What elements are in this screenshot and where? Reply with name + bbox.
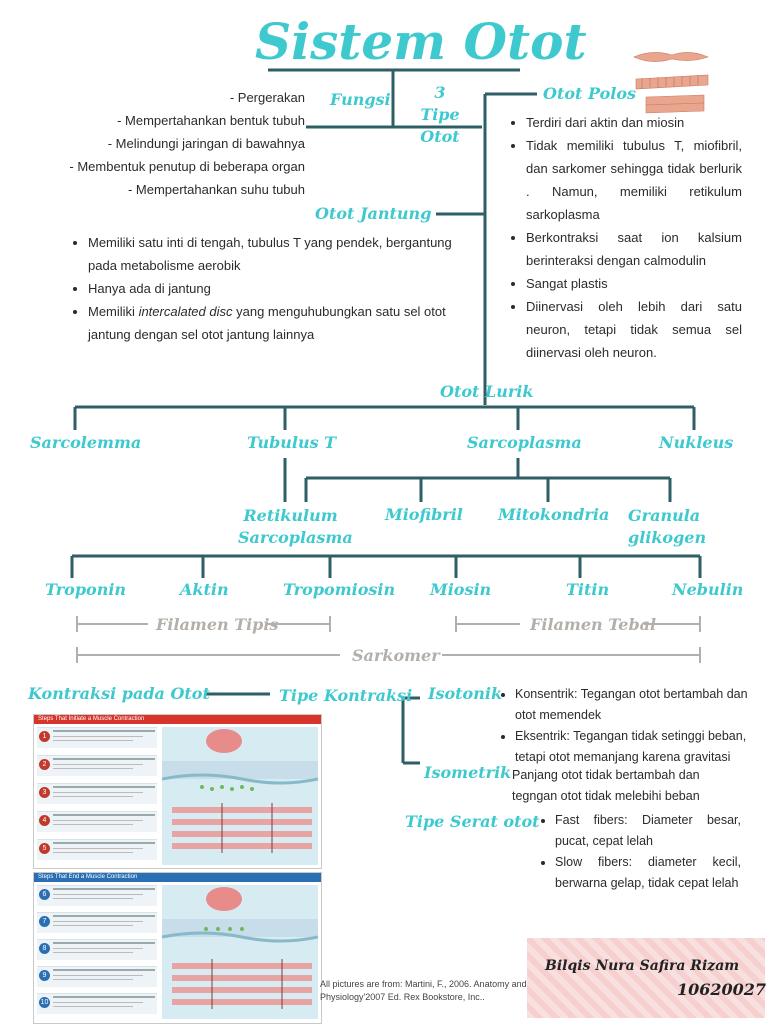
kontraksi-label: Kontraksi pada Otot	[28, 684, 210, 703]
aktin-label: Aktin	[180, 580, 229, 599]
figure-step: 7	[37, 912, 157, 933]
fungsi-item: - Mempertahankan bentuk tubuh	[117, 113, 305, 128]
figure-step: 2	[37, 755, 157, 776]
figure-end-contraction: Steps That End a Muscle Contraction 6 7 …	[33, 872, 322, 1024]
fungsi-item: - Pergerakan	[229, 90, 305, 105]
figure-header: Steps That Initiate a Muscle Contraction	[34, 715, 321, 724]
fungsi-list: - Pergerakan - Mempertahankan bentuk tub…	[40, 86, 305, 201]
filamen-tipis-label: Filamen Tipis	[156, 615, 279, 634]
otot-jantung-list: Memiliki satu inti di tengah, tubulus T …	[70, 231, 470, 346]
figure-step: 10	[37, 993, 157, 1014]
relaxation-diagram	[162, 885, 318, 1019]
polos-item: Terdiri dari aktin dan miosin	[526, 111, 742, 134]
serat-item: Fast fibers: Diameter besar, pucat, cepa…	[555, 810, 741, 852]
tropomiosin-label: Tropomiosin	[283, 580, 396, 599]
intercalated-disc-term: intercalated disc	[138, 304, 233, 319]
otot-lurik-label: Otot Lurik	[440, 382, 534, 401]
figure-header: Steps That End a Muscle Contraction	[34, 873, 321, 882]
isotonik-item: Konsentrik: Tegangan otot bertambah dan …	[515, 684, 765, 726]
figure-step: 8	[37, 939, 157, 960]
isotonik-label: Isotonik	[428, 684, 503, 703]
isometrik-label: Isometrik	[424, 763, 512, 782]
polos-item: Diinervasi oleh lebih dari satu neuron, …	[526, 295, 742, 364]
polos-item: Tidak memiliki tubulus T, miofibril, dan…	[526, 134, 742, 226]
jantung-item: Memiliki intercalated disc yang menguhub…	[88, 300, 470, 346]
miosin-label: Miosin	[430, 580, 492, 599]
serat-item: Slow fibers: diameter kecil, berwarna ge…	[555, 852, 741, 894]
polos-item: Berkontraksi saat ion kalsium berinterak…	[526, 226, 742, 272]
fungsi-label: Fungsi	[330, 90, 391, 109]
figure-step: 1	[37, 727, 157, 748]
otot-polos-list: Terdiri dari aktin dan miosin Tidak memi…	[508, 111, 742, 364]
nebulin-label: Nebulin	[672, 580, 744, 599]
jantung-item: Hanya ada di jantung	[88, 277, 470, 300]
fungsi-item: - Membentuk penutup di beberapa organ	[69, 159, 305, 174]
sarcolemma-label: Sarcolemma	[30, 433, 142, 452]
figure-initiate-contraction: Steps That Initiate a Muscle Contraction…	[33, 714, 322, 869]
tubulus-t-label: Tubulus T	[247, 433, 337, 452]
tipe-serat-label: Tipe Serat otot	[405, 812, 540, 831]
author-id: 10620027	[677, 980, 767, 999]
isometrik-text: Panjang otot tidak bertambah dan tegngan…	[512, 768, 700, 803]
sarkomer-label: Sarkomer	[352, 646, 440, 665]
contraction-diagram	[162, 727, 318, 865]
otot-jantung-label: Otot Jantung	[315, 204, 432, 223]
tipe-kontraksi-label: Tipe Kontraksi	[279, 686, 413, 705]
polos-item: Sangat plastis	[526, 272, 742, 295]
name-plate: Bilqis Nura Safira Rizam 10620027	[527, 938, 767, 1018]
fungsi-item: - Mempertahankan suhu tubuh	[127, 182, 305, 197]
figure-step: 6	[37, 885, 157, 906]
tipe-serat-list: Fast fibers: Diameter besar, pucat, cepa…	[537, 810, 741, 894]
figure-step: 4	[37, 811, 157, 832]
mitokondria-label: Mitokondria	[498, 505, 610, 524]
otot-polos-label: Otot Polos	[543, 84, 636, 103]
isotonik-list: Konsentrik: Tegangan otot bertambah dan …	[497, 684, 765, 768]
filamen-tebal-label: Filamen Tebal	[530, 615, 657, 634]
muscle-types-illustration	[633, 52, 709, 114]
sarcoplasma-label: Sarcoplasma	[467, 433, 582, 452]
granula-label: Granula glikogen	[628, 506, 707, 547]
figure-step: 3	[37, 783, 157, 804]
figure-step: 9	[37, 966, 157, 987]
picture-credit: All pictures are from: Martini, F., 2006…	[320, 979, 527, 1002]
page-title: Sistem Otot	[255, 12, 587, 71]
nukleus-label: Nukleus	[659, 433, 734, 452]
retikulum-label: Retikulum Sarcoplasma	[238, 506, 353, 547]
isotonik-item: Eksentrik: Tegangan tidak setinggi beban…	[515, 726, 765, 768]
troponin-label: Troponin	[45, 580, 127, 599]
tipe-otot-label: 3 Tipe Otot	[420, 83, 460, 146]
jantung-item: Memiliki satu inti di tengah, tubulus T …	[88, 231, 470, 277]
author-name: Bilqis Nura Safira Rizam	[545, 958, 740, 974]
titin-label: Titin	[566, 580, 610, 599]
figure-step: 5	[37, 839, 157, 860]
miofibril-label: Miofibril	[385, 505, 463, 524]
fungsi-item: - Melindungi jaringan di bawahnya	[107, 136, 305, 151]
